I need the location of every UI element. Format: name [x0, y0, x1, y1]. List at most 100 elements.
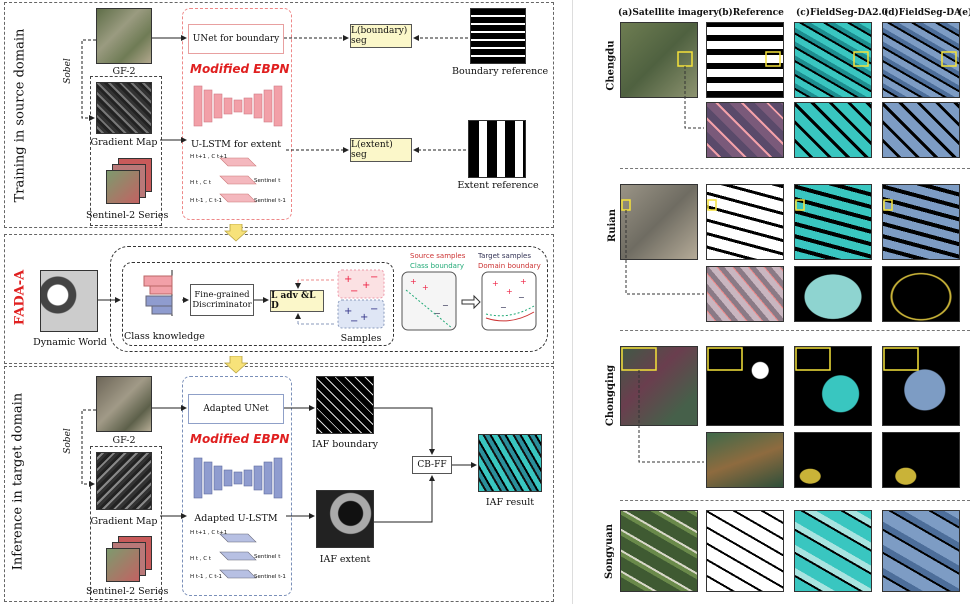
lstm-s2-train: Sentinel t-1 [254, 198, 286, 204]
svg-text:−: − [518, 293, 525, 302]
svg-text:−: − [442, 301, 449, 310]
ruian-zoom-da2 [794, 266, 872, 322]
extent-reference-label: Extent reference [457, 180, 539, 191]
gradient-map-infer [96, 452, 152, 510]
lstm-s1-train: Sentinel t [254, 178, 281, 184]
songyuan-reference [706, 510, 784, 592]
col-header-d: (d)FieldSeg-DA [884, 8, 962, 18]
chongqing-zoom-ref [706, 432, 784, 488]
legend-class: Class boundary [410, 262, 464, 270]
svg-text:+: + [410, 277, 417, 286]
songyuan-satellite [620, 510, 698, 592]
chongqing-reference [706, 346, 784, 426]
row-sep-1 [620, 168, 970, 169]
ebpn-container-train [182, 8, 292, 220]
gf2-image-infer [96, 376, 152, 432]
col-header-c: (c)FieldSeg-DA2.0 [796, 8, 888, 18]
songyuan-fieldseg-da [882, 510, 960, 592]
legend-target: Target samples [478, 252, 531, 260]
chengdu-zoom-ref [706, 102, 784, 158]
gf2-image-train [96, 8, 152, 64]
iaf-extent-image [316, 490, 374, 548]
dynamic-world-image [40, 270, 98, 332]
lstm-h3-infer: H t-1 , C t-1 [190, 574, 222, 580]
row-sep-3 [620, 500, 970, 501]
chengdu-satellite [620, 22, 698, 98]
lstm-tiles-infer [219, 533, 257, 579]
legend-domain: Domain boundary [478, 262, 541, 270]
ruian-satellite [620, 184, 698, 260]
ruian-zoom-ref [706, 266, 784, 322]
fada-inner-box [122, 262, 394, 346]
ulstm-extent-label: U-LSTM for extent [190, 139, 282, 150]
chengdu-zoom-da2 [794, 102, 872, 158]
svg-text:+: + [360, 312, 368, 323]
svg-text:+: + [344, 274, 352, 285]
loss-extent-box: L(extent) seg [350, 138, 412, 162]
adapted-ulstm-label: Adapted U-LSTM [194, 513, 278, 524]
inference-arrows [81, 405, 477, 523]
ebpn-label-infer: Modified EBPN [190, 432, 290, 446]
yellow-arrow-2 [224, 356, 248, 374]
ebpn-container-infer [182, 376, 292, 596]
unet-blocks-infer [193, 457, 283, 499]
loss-boundary-box: L(boundary) seg [350, 24, 412, 48]
svg-text:−: − [350, 286, 358, 297]
lstm-h2-infer: H t , C t [190, 556, 212, 562]
gradient-map-train [96, 82, 152, 134]
input-group-train [90, 76, 162, 226]
svg-text:+: + [506, 287, 513, 296]
iaf-result-image [478, 434, 542, 492]
sentinel-label-infer: Sentinel-2 Series [86, 586, 169, 597]
svg-text:+: + [344, 306, 352, 317]
chongqing-fieldseg-da2 [794, 346, 872, 426]
discriminator-box: Fine-grained Discriminator [190, 284, 254, 316]
svg-text:−: − [500, 303, 507, 312]
sentinel-stack-infer-1 [106, 548, 140, 582]
gradient-map-label-train: Gradient Map [90, 137, 158, 148]
chengdu-zoom-da [882, 102, 960, 158]
songyuan-fieldseg-da2 [794, 510, 872, 592]
lstm-h2-train: H t , C t [190, 180, 212, 186]
lstm-s2-infer: Sentinel t-1 [254, 574, 286, 580]
fada-outer-box [110, 246, 548, 352]
svg-text:−: − [350, 316, 358, 327]
legend-source: Source samples [410, 252, 466, 260]
svg-text:−: − [370, 272, 378, 283]
iaf-boundary-label: IAF boundary [312, 439, 378, 450]
col-header-b: (b)Reference [718, 8, 784, 18]
gf2-label-infer: GF-2 [112, 435, 136, 446]
lstm-s1-infer: Sentinel t [254, 554, 281, 560]
svg-text:−: − [370, 304, 378, 315]
iaf-extent-label: IAF extent [319, 554, 371, 565]
lstm-tiles-train [219, 157, 257, 203]
gradient-map-label-infer: Gradient Map [90, 516, 158, 527]
gf2-label-train: GF-2 [112, 66, 136, 77]
fada-loss-box: L adv &L D [270, 290, 324, 312]
svg-text:+: + [520, 277, 527, 286]
chongqing-zoom-da2 [794, 432, 872, 488]
adapted-unet-box: Adapted UNet [188, 394, 284, 424]
svg-text:+: + [362, 280, 370, 291]
yellow-arrow-1 [224, 224, 248, 242]
lstm-h1-infer: H t+1 , C t+1 [190, 530, 228, 536]
chengdu-fieldseg-da2 [794, 22, 872, 98]
col-header-e: (e) [958, 8, 970, 18]
svg-text:+: + [492, 279, 499, 288]
class-knowledge-label: Class knowledge [124, 331, 205, 342]
domain-adaptation-illustration: +++++ −−−− [401, 271, 537, 331]
unet-boundary-box: UNet for boundary [188, 24, 284, 54]
unet-blocks-train [193, 85, 283, 127]
chongqing-zoom-da [882, 432, 960, 488]
fada-arrows [98, 279, 334, 325]
sentinel-label-train: Sentinel-2 Series [86, 210, 169, 221]
lstm-h1-train: H t+1 , C t+1 [190, 154, 228, 160]
iaf-result-label: IAF result [485, 497, 535, 508]
boundary-reference-label: Boundary reference [452, 66, 549, 77]
row-sep-2 [620, 330, 970, 331]
dynamic-world-label: Dynamic World [33, 337, 107, 348]
ruian-reference [706, 184, 784, 260]
class-knowledge-bars [143, 270, 173, 316]
iaf-boundary-image [316, 376, 374, 434]
chengdu-reference [706, 22, 784, 98]
